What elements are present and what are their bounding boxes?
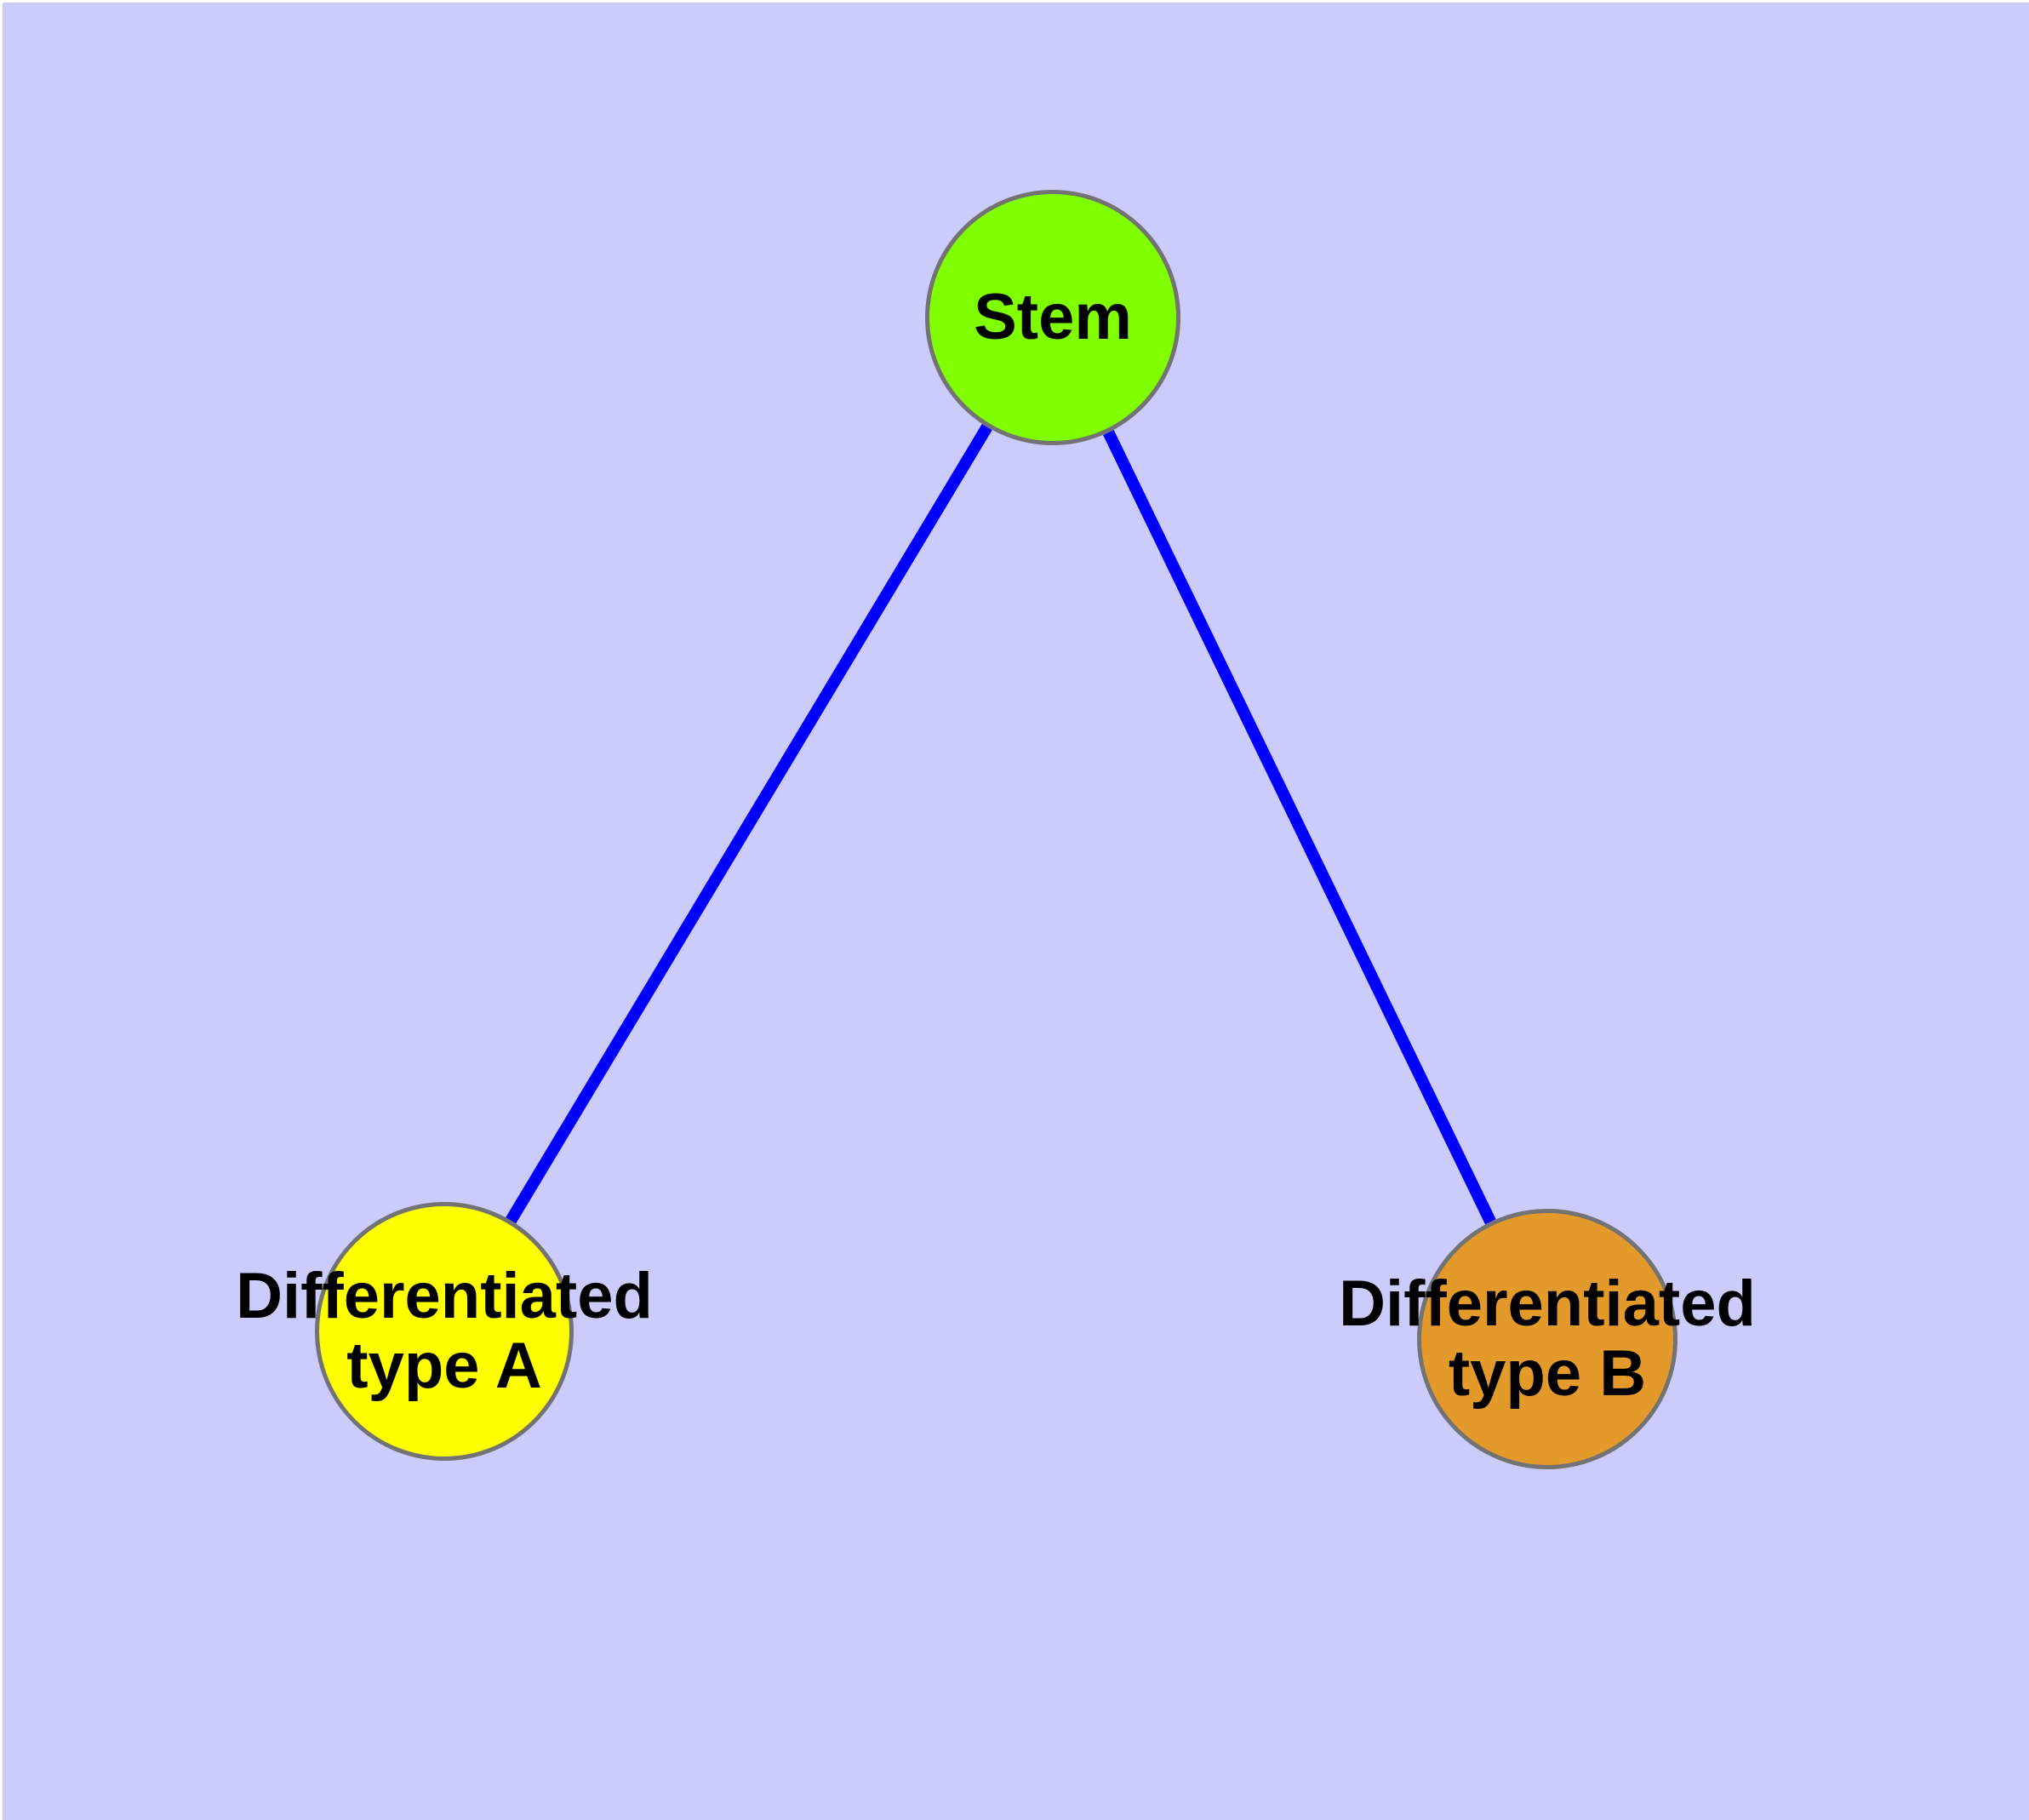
edges-group xyxy=(506,424,1496,1225)
nodes-group xyxy=(315,190,1677,1469)
edge-stem-a[interactable] xyxy=(506,424,992,1224)
node-stem[interactable] xyxy=(925,190,1180,445)
node-diff_a[interactable] xyxy=(315,1202,574,1461)
edge-stem-b[interactable] xyxy=(1103,429,1496,1225)
node-diff_b[interactable] xyxy=(1417,1209,1677,1469)
